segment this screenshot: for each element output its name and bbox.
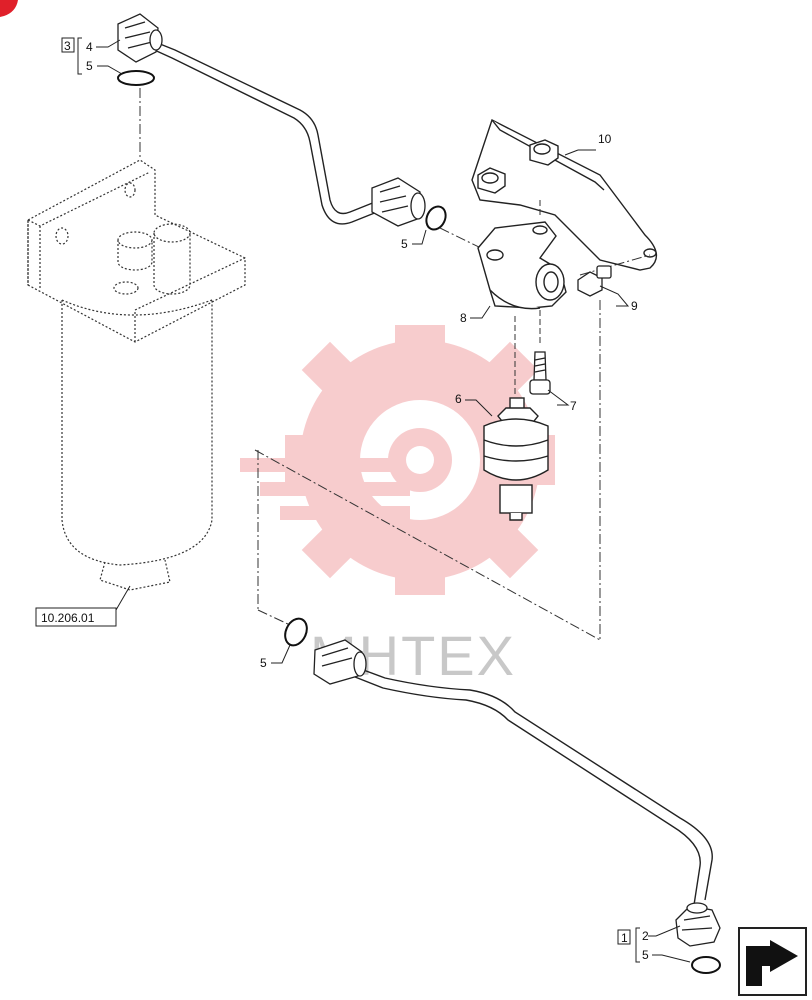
callout-5-lower-left: 5 bbox=[260, 656, 267, 670]
reference-box bbox=[35, 607, 117, 627]
arrow-nav-icon[interactable] bbox=[738, 927, 807, 996]
callout-box-3 bbox=[61, 37, 75, 53]
adapter-housing bbox=[477, 221, 567, 310]
fuel-pipe-upper bbox=[149, 39, 383, 225]
callout-8: 8 bbox=[460, 311, 467, 325]
callout-7: 7 bbox=[570, 399, 577, 413]
callout-5-lower-right: 5 bbox=[642, 948, 649, 962]
reference-label: 10.206.01 bbox=[41, 611, 95, 625]
callout-4: 4 bbox=[86, 40, 93, 54]
o-ring-middle bbox=[425, 205, 447, 231]
callout-2: 2 bbox=[642, 929, 649, 943]
callout-10: 10 bbox=[598, 132, 612, 146]
fuel-sensor bbox=[483, 397, 549, 521]
banjo-bolt bbox=[577, 265, 612, 297]
quick-coupler-lower-left bbox=[313, 639, 367, 685]
o-ring-lower-right bbox=[691, 956, 721, 974]
fuel-filter-housing bbox=[27, 159, 246, 591]
callout-5-middle: 5 bbox=[401, 237, 408, 251]
cap-screw bbox=[529, 351, 551, 395]
alignment-lines-sensor bbox=[254, 300, 601, 641]
callout-box-1 bbox=[617, 929, 631, 945]
o-ring-top bbox=[117, 70, 155, 86]
mounting-bracket bbox=[471, 119, 658, 271]
quick-coupler-lower-right bbox=[675, 902, 721, 947]
quick-coupler-middle bbox=[371, 177, 426, 227]
alignment-line-coupler bbox=[439, 227, 486, 251]
callout-3: 3 bbox=[64, 39, 71, 53]
alignment-line-bolt bbox=[579, 254, 651, 276]
fuel-pipe-lower bbox=[349, 664, 713, 906]
corner-mark bbox=[0, 0, 18, 17]
quick-coupler-upper bbox=[117, 13, 163, 63]
callout-1: 1 bbox=[621, 931, 628, 945]
callout-9: 9 bbox=[631, 299, 638, 313]
callout-6: 6 bbox=[455, 392, 462, 406]
group-brackets bbox=[77, 37, 640, 963]
o-ring-lower-left bbox=[284, 617, 308, 647]
callout-5-top: 5 bbox=[86, 59, 93, 73]
